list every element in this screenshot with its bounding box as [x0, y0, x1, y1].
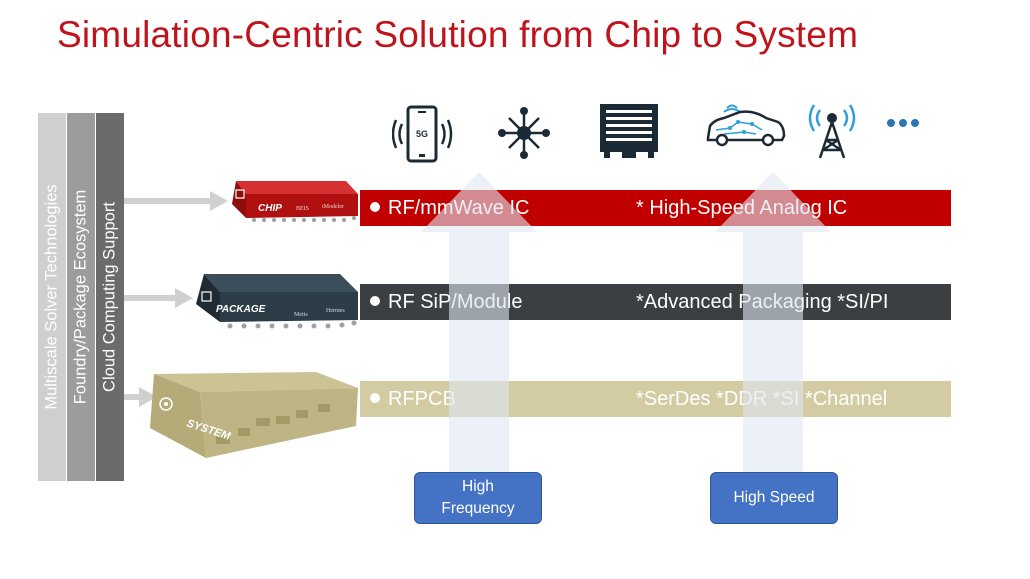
band-system-left: RFPCB [388, 387, 456, 410]
package-logo-metis: Metis [294, 312, 308, 318]
arrow-to-chip [124, 191, 228, 211]
network-hub-icon [498, 107, 550, 159]
bullet-icon [370, 296, 380, 307]
chip-logo-imodeler: iModeler [322, 204, 344, 210]
5g-phone-icon: 5G [392, 105, 453, 163]
connected-car-icon [706, 104, 786, 147]
arrow-to-system [124, 387, 157, 407]
bullet-icon [370, 202, 380, 213]
bullet-icon [370, 393, 380, 404]
more-dots-icon [887, 119, 919, 127]
server-rack-icon [600, 104, 658, 158]
chip-logo-beis: BEIS [296, 206, 309, 212]
vertical-bar-cloud: Cloud Computing Support [96, 113, 124, 481]
package-label: PACKAGE [216, 304, 266, 315]
high-frequency-tag: High Frequency [414, 472, 542, 524]
chip-block: CHIP BEIS iModeler [232, 181, 358, 222]
up-arrow-high-frequency [421, 172, 537, 472]
high-speed-label: High Speed [733, 489, 815, 506]
vertical-bar-label: Cloud Computing Support [100, 202, 119, 392]
page-title: Simulation-Centric Solution from Chip to… [57, 14, 859, 55]
vertical-bar-ecosystem: Foundry/Package Ecosystem [67, 113, 95, 481]
radio-tower-icon [808, 104, 856, 159]
arrow-to-package [124, 288, 193, 308]
vertical-bar-label: Multiscale Solver Technologies [42, 184, 61, 410]
vertical-bar-solver: Multiscale Solver Technologies [38, 113, 66, 481]
high-speed-tag: High Speed [710, 472, 838, 524]
chip-label: CHIP [258, 203, 282, 214]
vertical-bar-label: Foundry/Package Ecosystem [71, 189, 90, 405]
high-frequency-label: High Frequency [441, 478, 515, 517]
up-arrow-high-speed [715, 172, 831, 472]
system-block: SYSTEM [150, 372, 358, 458]
phone-5g-text: 5G [416, 129, 428, 139]
package-logo-hermes: Hermes [326, 308, 345, 314]
package-block: PACKAGE Metis Hermes [196, 274, 358, 329]
